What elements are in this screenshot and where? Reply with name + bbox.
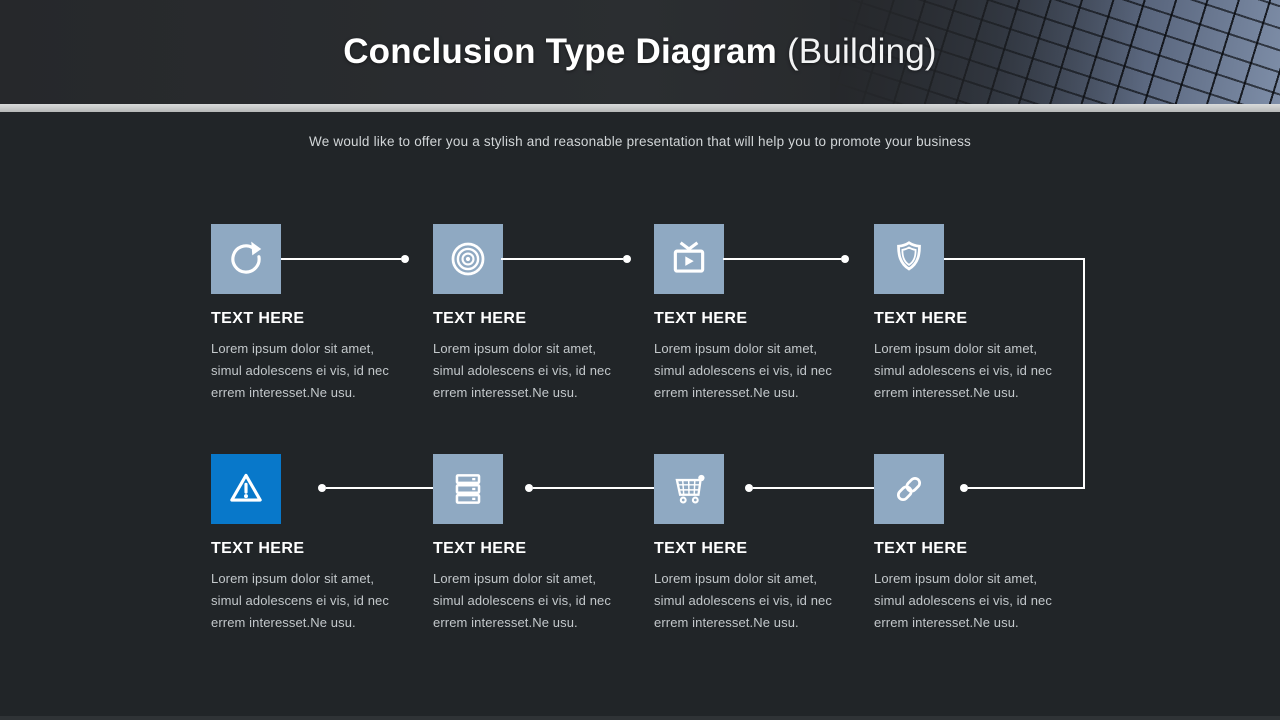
body-line: errem interesset.Ne usu. (874, 385, 1019, 400)
item-body: Lorem ipsum dolor sit amet, simul adoles… (433, 568, 625, 634)
connector-dot-7 (745, 484, 753, 492)
body-line: errem interesset.Ne usu. (874, 615, 1019, 630)
body-line: simul adolescens ei vis, id nec (211, 363, 389, 378)
item-body: Lorem ipsum dolor sit amet, simul adoles… (654, 568, 846, 634)
page-title: Conclusion Type Diagram (Building) (0, 0, 1280, 104)
wrap-connector-bottom (968, 487, 1085, 489)
subtitle: We would like to offer you a stylish and… (309, 134, 971, 149)
header: Conclusion Type Diagram (Building) (0, 0, 1280, 104)
wrap-connector-dot (960, 484, 968, 492)
item-title: TEXT HERE (433, 310, 527, 327)
redo-icon (225, 238, 267, 280)
target-icon (447, 238, 489, 280)
item-body: Lorem ipsum dolor sit amet, simul adoles… (654, 338, 846, 404)
item-5: TEXT HERE Lorem ipsum dolor sit amet, si… (211, 454, 403, 634)
icon-box-7 (654, 454, 724, 524)
body-line: simul adolescens ei vis, id nec (654, 593, 832, 608)
wrap-connector-top (944, 258, 1085, 260)
icon-box-5 (211, 454, 281, 524)
body-line: errem interesset.Ne usu. (433, 385, 578, 400)
body-line: simul adolescens ei vis, id nec (433, 363, 611, 378)
warning-icon (225, 468, 267, 510)
body-line: errem interesset.Ne usu. (654, 615, 799, 630)
body-line: Lorem ipsum dolor sit amet, (874, 341, 1038, 356)
page-title-main: Conclusion Type Diagram (343, 32, 777, 71)
connector-line-6 (533, 487, 654, 489)
icon-box-2 (433, 224, 503, 294)
body-line: simul adolescens ei vis, id nec (211, 593, 389, 608)
server-icon (447, 468, 489, 510)
body-line: Lorem ipsum dolor sit amet, (433, 341, 597, 356)
item-body: Lorem ipsum dolor sit amet, simul adoles… (211, 568, 403, 634)
connector-dot-1 (401, 255, 409, 263)
bottom-strip (0, 716, 1280, 720)
item-6: TEXT HERE Lorem ipsum dolor sit amet, si… (433, 454, 625, 634)
body-line: errem interesset.Ne usu. (433, 615, 578, 630)
icon-box-8 (874, 454, 944, 524)
item-4: TEXT HERE Lorem ipsum dolor sit amet, si… (874, 224, 1066, 404)
item-body: Lorem ipsum dolor sit amet, simul adoles… (874, 568, 1066, 634)
item-body: Lorem ipsum dolor sit amet, simul adoles… (874, 338, 1066, 404)
body-line: Lorem ipsum dolor sit amet, (211, 341, 375, 356)
body-line: simul adolescens ei vis, id nec (874, 593, 1052, 608)
connector-line-2 (501, 258, 623, 260)
item-title: TEXT HERE (874, 540, 968, 557)
body-line: Lorem ipsum dolor sit amet, (654, 571, 818, 586)
connector-dot-6 (525, 484, 533, 492)
connector-line-7 (753, 487, 874, 489)
item-3: TEXT HERE Lorem ipsum dolor sit amet, si… (654, 224, 846, 404)
item-2: TEXT HERE Lorem ipsum dolor sit amet, si… (433, 224, 625, 404)
item-title: TEXT HERE (211, 540, 305, 557)
link-icon (888, 468, 930, 510)
item-title: TEXT HERE (211, 310, 305, 327)
body-line: simul adolescens ei vis, id nec (654, 363, 832, 378)
shield-icon (888, 238, 930, 280)
connector-dot-3 (841, 255, 849, 263)
building-photo (830, 0, 1280, 104)
body-line: errem interesset.Ne usu. (211, 615, 356, 630)
body-line: Lorem ipsum dolor sit amet, (654, 341, 818, 356)
item-body: Lorem ipsum dolor sit amet, simul adoles… (433, 338, 625, 404)
body-line: simul adolescens ei vis, id nec (433, 593, 611, 608)
connector-line-1 (281, 258, 401, 260)
item-body: Lorem ipsum dolor sit amet, simul adoles… (211, 338, 403, 404)
connector-line-3 (723, 258, 841, 260)
icon-box-3 (654, 224, 724, 294)
body-line: errem interesset.Ne usu. (654, 385, 799, 400)
item-title: TEXT HERE (654, 310, 748, 327)
connector-dot-2 (623, 255, 631, 263)
item-title: TEXT HERE (433, 540, 527, 557)
item-title: TEXT HERE (874, 310, 968, 327)
item-1: TEXT HERE Lorem ipsum dolor sit amet, si… (211, 224, 403, 404)
body-line: errem interesset.Ne usu. (211, 385, 356, 400)
body-line: Lorem ipsum dolor sit amet, (211, 571, 375, 586)
item-8: TEXT HERE Lorem ipsum dolor sit amet, si… (874, 454, 1066, 634)
wrap-connector-vertical (1083, 258, 1085, 489)
header-divider (0, 104, 1280, 112)
icon-box-4 (874, 224, 944, 294)
tv-icon (668, 238, 710, 280)
icon-box-6 (433, 454, 503, 524)
page-title-suffix: (Building) (786, 32, 937, 71)
item-title: TEXT HERE (654, 540, 748, 557)
body-line: Lorem ipsum dolor sit amet, (874, 571, 1038, 586)
connector-line-5 (326, 487, 433, 489)
item-7: TEXT HERE Lorem ipsum dolor sit amet, si… (654, 454, 846, 634)
cart-icon (668, 468, 710, 510)
body-line: simul adolescens ei vis, id nec (874, 363, 1052, 378)
connector-dot-5 (318, 484, 326, 492)
icon-box-1 (211, 224, 281, 294)
body-line: Lorem ipsum dolor sit amet, (433, 571, 597, 586)
